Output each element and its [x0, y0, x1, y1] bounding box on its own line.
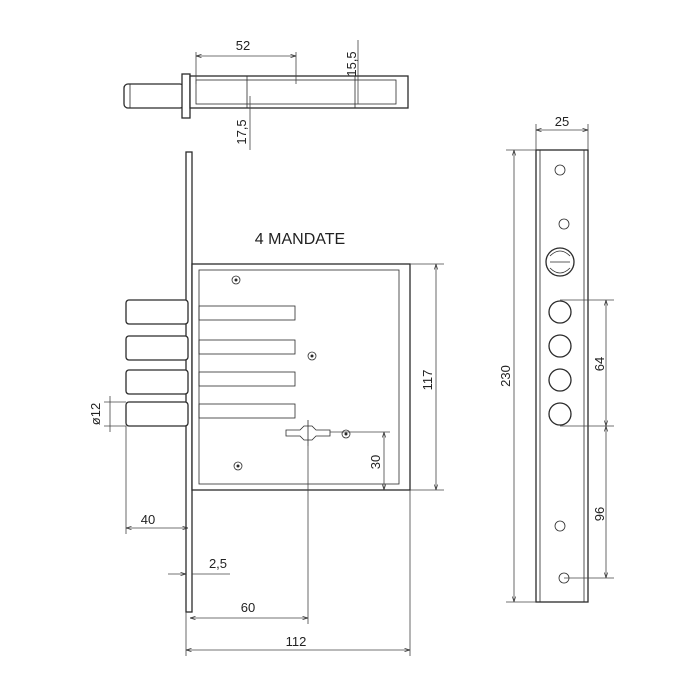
top-bolt	[123, 83, 185, 109]
dim-top-width: 52	[236, 38, 250, 53]
bolt-hole-icon	[548, 300, 572, 324]
dim-case-height: 117	[420, 370, 435, 391]
screw-icon	[231, 275, 351, 471]
bolt-3	[125, 369, 189, 395]
top-flange	[181, 73, 191, 119]
dim-bolt-diameter: ø12	[88, 403, 103, 425]
faceplate	[535, 149, 589, 603]
dim-case-depth: 112	[286, 634, 307, 649]
dim-key-offset: 30	[368, 455, 383, 469]
screw-hole-icon	[554, 520, 566, 532]
bolt-hole-icon	[548, 368, 572, 392]
keyhole-icon	[285, 425, 331, 441]
dim-plate-thickness: 2,5	[209, 556, 227, 571]
dim-bottom-spacing: 96	[592, 507, 607, 521]
brand-logo-icon	[545, 247, 575, 277]
faceplate-view: 25 230 64 96	[498, 114, 614, 603]
screw-hole-icon	[558, 218, 570, 230]
bolt-4	[125, 401, 189, 427]
bolt-2	[125, 335, 189, 361]
dim-bolt-spacing: 64	[592, 357, 607, 371]
dim-faceplate-width: 25	[555, 114, 569, 129]
dim-top-offset: 17,5	[234, 119, 249, 144]
lock-case	[191, 263, 411, 491]
dim-bolt-throw: 40	[141, 512, 155, 527]
bolt-hole-icon	[548, 334, 572, 358]
front-view: 4 MANDATE 117 30	[88, 151, 444, 656]
bolt-1	[125, 299, 189, 325]
drawing-title: 4 MANDATE	[255, 231, 345, 248]
dim-faceplate-height: 230	[498, 365, 513, 387]
bolt-hole-icon	[548, 402, 572, 426]
dim-top-height: 15,5	[344, 51, 359, 76]
dim-backset: 60	[241, 600, 255, 615]
top-view: 52 15,5 17,5	[123, 38, 409, 150]
screw-hole-icon	[554, 164, 566, 176]
top-case	[189, 75, 409, 109]
